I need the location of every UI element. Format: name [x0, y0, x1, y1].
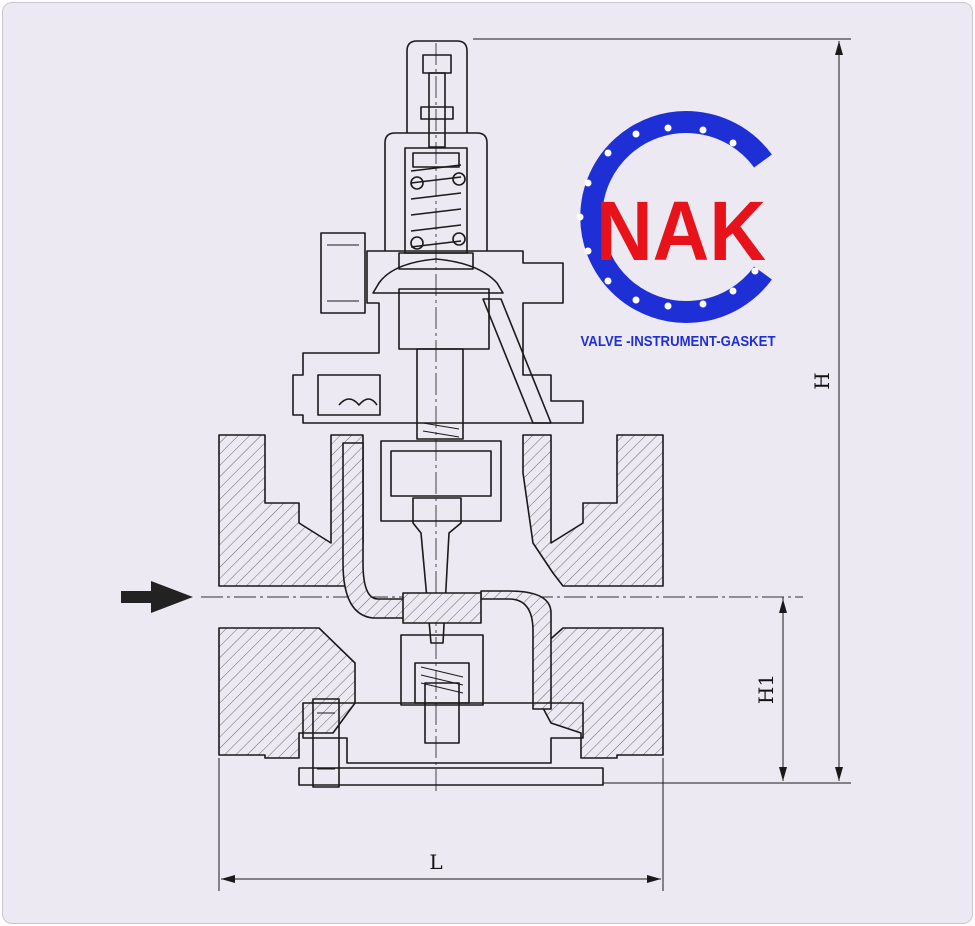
valve-cross-section-drawing: L H H1 NAK VALVE -INSTRUMENT-GASKET	[121, 38, 851, 891]
flow-direction-arrow-icon	[121, 581, 193, 613]
nak-logo: NAK VALVE -INSTRUMENT-GASKET	[576, 111, 776, 350]
valve-trim	[380, 440, 502, 744]
logo-ring-dots	[576, 124, 759, 310]
logo-brand-text: NAK	[596, 184, 766, 278]
valve-body	[218, 434, 664, 788]
logo-tagline: VALVE -INSTRUMENT-GASKET	[581, 333, 776, 350]
dimension-label-length: L	[429, 850, 442, 874]
dimension-label-height: H	[810, 372, 834, 389]
dimension-label-h1: H1	[754, 674, 778, 704]
pilot-assembly	[292, 232, 584, 440]
spring-bonnet	[384, 40, 488, 254]
dimension-lines	[218, 38, 851, 891]
logo-ring	[580, 111, 772, 323]
